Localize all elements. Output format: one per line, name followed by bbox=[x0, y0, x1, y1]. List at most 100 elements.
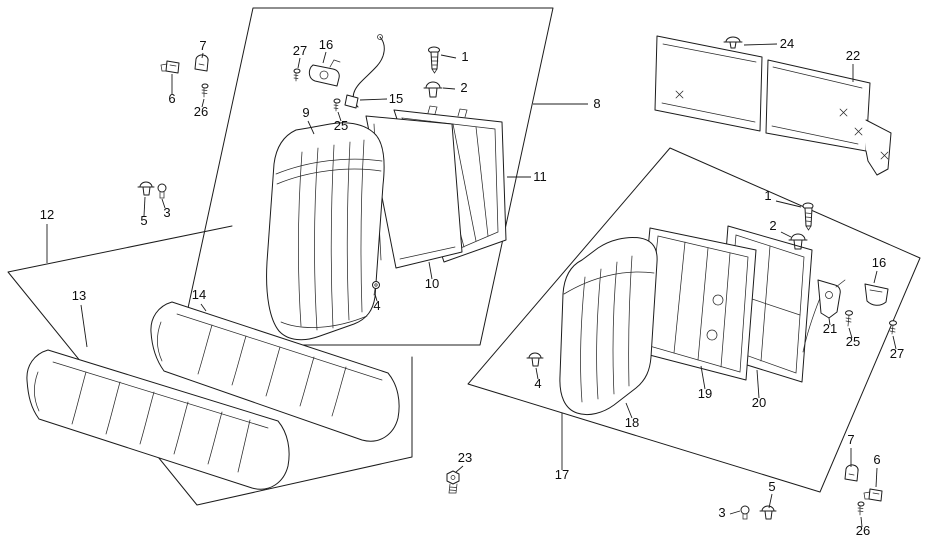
grommet-icon-2-right bbox=[788, 233, 808, 250]
callout: 17 bbox=[555, 413, 569, 482]
svg-text:17: 17 bbox=[555, 467, 569, 482]
callout: 6 bbox=[168, 74, 176, 106]
seat-back-pad-art-middle bbox=[266, 122, 385, 341]
callout: 10 bbox=[425, 261, 439, 291]
svg-text:5: 5 bbox=[768, 479, 775, 494]
latch-cable-art bbox=[802, 297, 821, 353]
latch-icon-21 bbox=[817, 279, 846, 319]
svg-text:16: 16 bbox=[319, 37, 333, 52]
callout: 21 bbox=[823, 317, 837, 336]
callout: 19 bbox=[698, 365, 712, 401]
svg-text:10: 10 bbox=[425, 276, 439, 291]
assembly-enclosure-middle bbox=[179, 7, 554, 346]
screw-icon-27-right bbox=[889, 320, 897, 335]
callout: 7 bbox=[847, 432, 855, 467]
svg-text:13: 13 bbox=[72, 288, 86, 303]
svg-text:27: 27 bbox=[293, 43, 307, 58]
callout: 22 bbox=[846, 48, 860, 82]
svg-text:5: 5 bbox=[140, 213, 147, 228]
callout: 11 bbox=[507, 169, 547, 184]
seat-cushion-art-14 bbox=[150, 301, 400, 442]
clip-icon-7-top bbox=[194, 54, 209, 72]
svg-text:2: 2 bbox=[769, 218, 776, 233]
svg-text:9: 9 bbox=[302, 105, 309, 120]
svg-text:14: 14 bbox=[192, 287, 206, 302]
svg-text:2: 2 bbox=[460, 80, 467, 95]
callout: 13 bbox=[72, 288, 88, 348]
callout: 25 bbox=[334, 111, 348, 133]
svg-text:3: 3 bbox=[163, 205, 170, 220]
svg-text:19: 19 bbox=[698, 386, 712, 401]
clip-icon-3-bottom bbox=[740, 505, 750, 520]
rod-icon-15 bbox=[344, 34, 385, 109]
callout: 7 bbox=[199, 38, 207, 59]
rear-shelf-art bbox=[654, 35, 892, 176]
callout: 27 bbox=[293, 43, 307, 69]
callout: 16 bbox=[872, 255, 886, 284]
grommet-icon-4-middle bbox=[372, 281, 380, 296]
callout: 6 bbox=[873, 452, 881, 488]
callout: 26 bbox=[194, 98, 208, 119]
svg-text:6: 6 bbox=[873, 452, 880, 467]
svg-text:11: 11 bbox=[533, 169, 547, 184]
callout: 20 bbox=[752, 369, 766, 410]
callout: 2 bbox=[769, 218, 792, 238]
svg-text:16: 16 bbox=[872, 255, 886, 270]
callout: 16 bbox=[319, 37, 333, 64]
grommet-icon-5-bottom bbox=[759, 505, 777, 520]
svg-text:26: 26 bbox=[194, 104, 208, 119]
assembly-enclosure-cushions bbox=[7, 225, 413, 506]
bolt-icon-23 bbox=[446, 470, 460, 494]
latch-icon-16-middle bbox=[308, 59, 341, 87]
callout: 23 bbox=[455, 450, 472, 473]
callout: 8 bbox=[533, 96, 601, 111]
svg-text:24: 24 bbox=[780, 36, 794, 51]
striker-icon-16-right bbox=[864, 283, 889, 306]
callout: 4 bbox=[373, 293, 381, 313]
clip-icon-3-left bbox=[157, 183, 167, 199]
svg-text:12: 12 bbox=[40, 207, 54, 222]
callout: 15 bbox=[359, 91, 403, 106]
svg-text:4: 4 bbox=[373, 298, 380, 313]
svg-text:1: 1 bbox=[764, 188, 771, 203]
callout: 1 bbox=[440, 49, 469, 64]
screw-icon-1-right bbox=[802, 202, 814, 231]
grommet-icon-4-right bbox=[526, 352, 544, 367]
svg-text:1: 1 bbox=[461, 49, 468, 64]
svg-text:8: 8 bbox=[593, 96, 600, 111]
callout: 9 bbox=[302, 105, 315, 135]
callout: 24 bbox=[743, 36, 794, 51]
clip-icon-7-bottom bbox=[844, 464, 859, 482]
callout-labels: 7 27 16 1 2 24 22 6 26 15 8 9 25 11 5 3 … bbox=[40, 36, 904, 538]
svg-text:23: 23 bbox=[458, 450, 472, 465]
svg-text:15: 15 bbox=[389, 91, 403, 106]
svg-text:6: 6 bbox=[168, 91, 175, 106]
clip-icon-6-top bbox=[160, 60, 180, 74]
callout: 27 bbox=[890, 335, 904, 361]
screw-icon-25-right bbox=[845, 310, 853, 327]
screw-icon-26-top bbox=[201, 83, 209, 98]
svg-text:18: 18 bbox=[625, 415, 639, 430]
svg-text:26: 26 bbox=[856, 523, 870, 538]
callout: 12 bbox=[40, 207, 54, 263]
callout: 1 bbox=[764, 188, 802, 208]
shelf-clip-icon bbox=[723, 36, 743, 49]
callout: 4 bbox=[534, 367, 542, 391]
svg-text:7: 7 bbox=[199, 38, 206, 53]
callout: 3 bbox=[161, 198, 171, 220]
screw-icon-1-middle bbox=[428, 46, 440, 74]
screw-icon-25-middle bbox=[333, 98, 341, 112]
clip-icon-6-bottom bbox=[863, 488, 883, 502]
svg-text:7: 7 bbox=[847, 432, 854, 447]
callout: 26 bbox=[856, 516, 870, 538]
callout: 25 bbox=[846, 327, 860, 349]
grommet-icon-5-left bbox=[137, 181, 155, 196]
callout: 5 bbox=[768, 479, 776, 509]
seat-cushion-art-13 bbox=[26, 349, 290, 490]
svg-text:25: 25 bbox=[846, 334, 860, 349]
callout: 18 bbox=[625, 402, 639, 430]
svg-text:3: 3 bbox=[718, 505, 725, 520]
screw-icon-26-bottom bbox=[857, 501, 865, 516]
